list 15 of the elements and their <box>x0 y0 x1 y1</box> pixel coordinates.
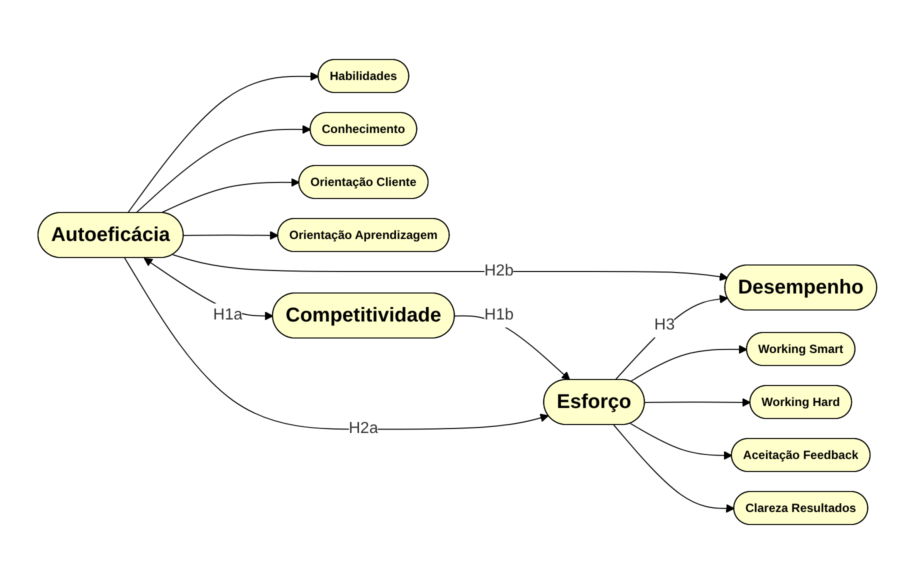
arrow <box>183 231 279 240</box>
edge-label: H2b <box>484 262 514 280</box>
arrow <box>614 294 728 380</box>
arrow <box>136 125 312 214</box>
arrow <box>630 345 748 382</box>
edge-label: H3 <box>654 316 675 334</box>
edge-label: H1a <box>213 306 243 324</box>
arrow <box>613 424 735 513</box>
arrow <box>630 423 732 460</box>
arrow <box>644 398 751 407</box>
edge-label: H2a <box>348 420 378 438</box>
edge-label: H1b <box>484 306 514 324</box>
arrow <box>127 72 320 214</box>
arrow <box>172 254 728 282</box>
arrow <box>160 178 300 214</box>
